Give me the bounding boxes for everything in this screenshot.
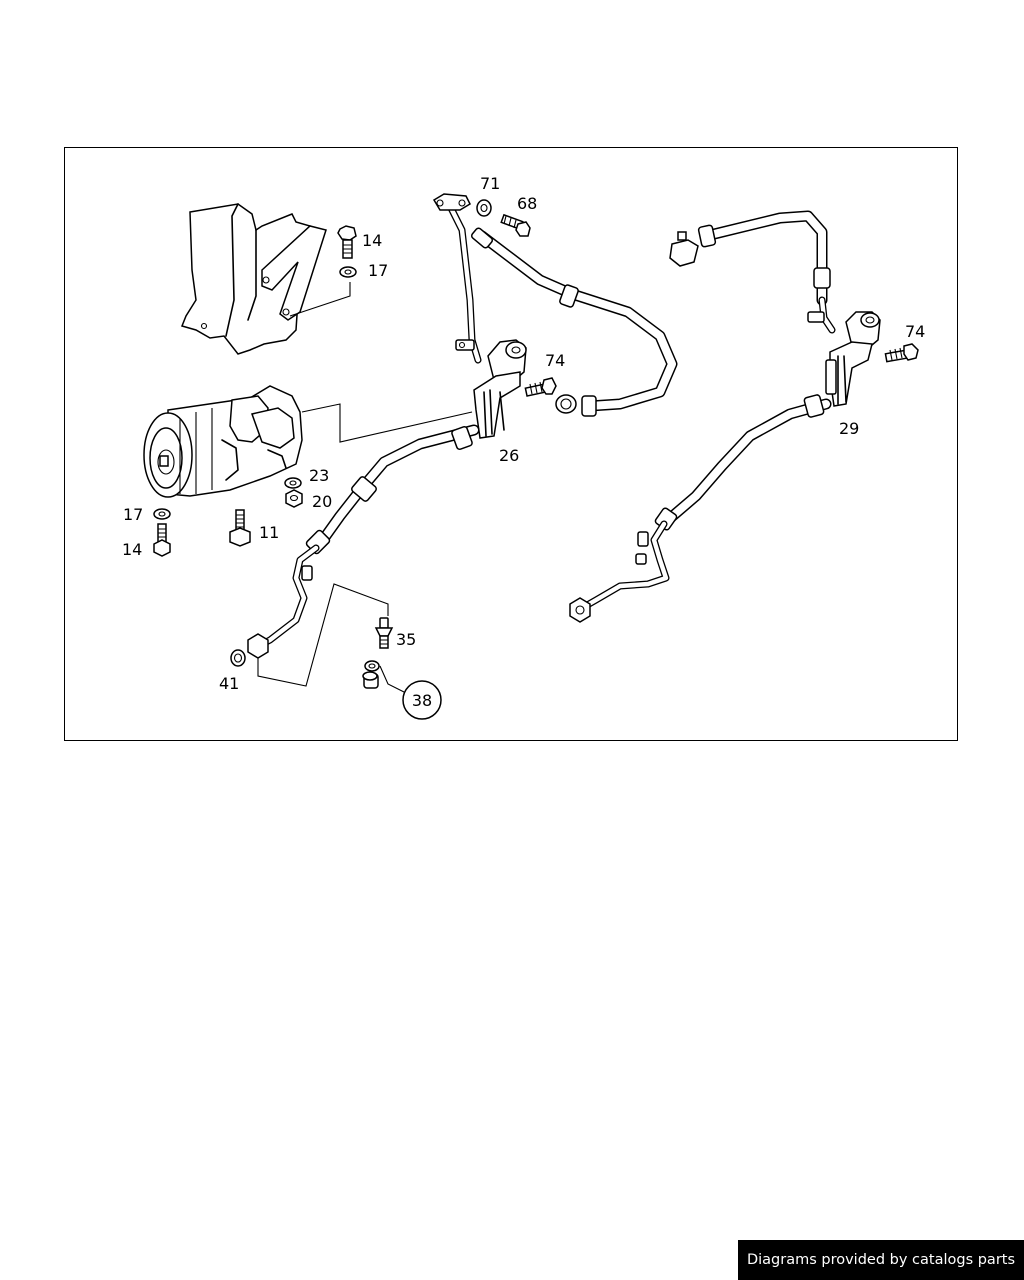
bolt-68 [500,213,531,237]
callout-71: 71 [480,174,500,193]
washer-17-top [339,266,357,278]
callout-29: 29 [839,419,859,438]
callout-74-right: 74 [905,322,925,341]
callout-68: 68 [517,194,537,213]
callout-circle-38 [402,680,442,720]
callout-17-top: 17 [368,261,388,280]
service-valve-35 [374,617,394,649]
nut-20 [285,489,303,508]
leader-line-valve-group [257,583,389,687]
callout-35: 35 [396,630,416,649]
leader-line-compressor [301,403,473,443]
ac-compressor [143,385,303,498]
cap-38 [362,671,379,689]
callout-41: 41 [219,674,239,693]
washer-17-lower [153,508,171,520]
callout-38: 38 [412,691,432,710]
hose-assembly-29 [569,210,881,623]
bolt-74-right [884,343,919,363]
bolt-74-left [524,377,557,397]
washer-71 [476,199,492,217]
callout-17-lower: 17 [123,505,143,524]
callout-labels: 71 68 14 17 74 74 26 29 23 20 17 11 14 3… [122,174,925,710]
callout-14-top: 14 [362,231,382,250]
callout-23: 23 [309,466,329,485]
callout-26: 26 [499,446,519,465]
leader-line-17-top [289,282,351,317]
bolt-14-lower [153,523,171,557]
credit-banner: Diagrams provided by catalogs parts [738,1240,1024,1280]
hose-assembly-26 [247,193,678,659]
mounting-bracket [180,203,327,355]
callout-14-lower: 14 [122,540,142,559]
bolt-14-top [337,225,357,259]
callout-74-left: 74 [545,351,565,370]
bolt-11 [229,509,251,547]
seal-ring [364,660,380,672]
washer-23 [284,477,302,489]
o-ring-41 [230,649,246,667]
callout-20: 20 [312,492,332,511]
leader-line-38 [379,665,405,693]
callout-11: 11 [259,523,279,542]
